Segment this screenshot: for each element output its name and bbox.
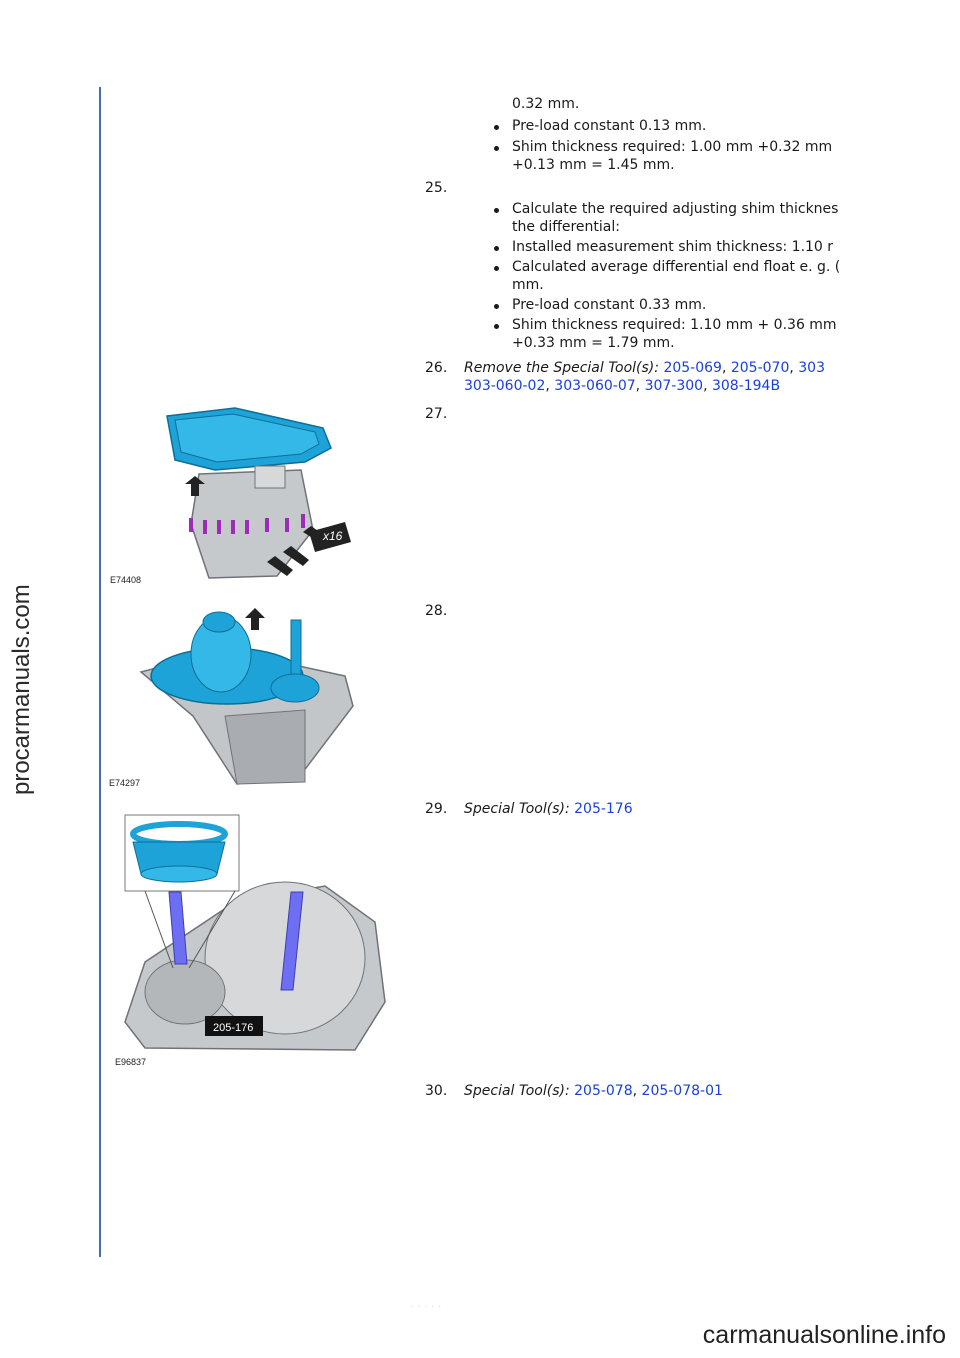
separator: , (545, 378, 550, 394)
figure-e74297: E74297 (105, 596, 385, 794)
faint-page-marker: · · · · · (410, 1300, 442, 1313)
figure-code-e96837: E96837 (115, 1057, 147, 1067)
step26-line2: 303-060-02, 303-060-07, 307-300, 308-194… (464, 378, 780, 394)
step-number-26: 26. (425, 360, 448, 376)
tool-link-308-194B[interactable]: 308-194B (711, 378, 781, 394)
cont-bullet-shim-cont: +0.13 mm = 1.45 mm. (512, 157, 675, 173)
step25-bullet-endfloat-cont: mm. (512, 277, 544, 293)
step29-tools: Special Tool(s): 205-176 (464, 801, 633, 817)
step25-bullet-preload: Pre-load constant 0.33 mm. (493, 297, 707, 313)
separator: , (635, 378, 641, 394)
differential-removal-illustration (139, 608, 354, 785)
tool-link-303-060-02[interactable]: 303-060-02 (464, 378, 546, 394)
tool-link-205-078[interactable]: 205-078 (574, 1083, 633, 1099)
cont-text: 0.32 mm. (512, 96, 580, 112)
tool-link-303-060-07[interactable]: 303-060-07 (554, 378, 636, 394)
step-number-30: 30. (425, 1083, 448, 1099)
side-watermark: procarmanuals.com (8, 584, 35, 796)
separator: , (703, 378, 708, 394)
cont-bullet-shim: Shim thickness required: 1.00 mm +0.32 m… (493, 139, 833, 155)
seal-installation-illustration (124, 814, 386, 1051)
tool-link-303[interactable]: 303 (798, 360, 825, 376)
step26-line1: Remove the Special Tool(s): 205-069, 205… (464, 360, 825, 376)
margin-rule (99, 87, 101, 1257)
step-number-27: 27. (425, 406, 448, 422)
step-number-28: 28. (425, 603, 448, 619)
figure-tag-x16: x16 (323, 529, 343, 543)
step-number-25: 25. (425, 180, 448, 196)
separator: , (632, 1083, 638, 1099)
transmission-housing-removal-illustration (166, 407, 351, 579)
figure-code-e74408: E74408 (110, 575, 142, 585)
figure-e74408: x16 E74408 (105, 400, 385, 590)
cont-bullet-preload: Pre-load constant 0.13 mm. (493, 118, 707, 134)
separator: , (721, 360, 727, 376)
step30-tools: Special Tool(s): 205-078, 205-078-01 (464, 1083, 723, 1099)
tool-link-205-070[interactable]: 205-070 (730, 360, 790, 376)
step25-bullet-shim-cont: +0.33 mm = 1.79 mm. (512, 335, 675, 351)
clip-region: Shim thickness required: 1.00 mm +0.32 m… (400, 0, 873, 1358)
figure-tag-205-176: 205-176 (213, 1022, 254, 1034)
step25-bullet-endfloat: Calculated average differential end floa… (493, 259, 841, 275)
tool-link-205-176[interactable]: 205-176 (574, 801, 633, 817)
step-number-29: 29. (425, 801, 448, 817)
separator: , (789, 360, 794, 376)
step30-prefix: Special Tool(s): (464, 1083, 570, 1099)
step25-bullet-calc-cont: the differential: (512, 219, 620, 235)
tool-link-205-078-01[interactable]: 205-078-01 (641, 1083, 723, 1099)
step29-prefix: Special Tool(s): (464, 801, 570, 817)
step25-bullet-installed: Installed measurement shim thickness: 1.… (493, 239, 834, 255)
tool-link-205-069[interactable]: 205-069 (663, 360, 722, 376)
figure-code-e74297: E74297 (109, 778, 141, 788)
step26-prefix: Remove the Special Tool(s): (464, 360, 659, 376)
step25-bullet-calc: Calculate the required adjusting shim th… (493, 201, 839, 217)
footer-watermark: carmanualsonline.info (702, 1321, 946, 1349)
figure-e96837: 205-176 E96837 (105, 812, 390, 1070)
tool-link-307-300[interactable]: 307-300 (644, 378, 704, 394)
step25-bullet-shim: Shim thickness required: 1.10 mm + 0.36 … (494, 317, 837, 333)
